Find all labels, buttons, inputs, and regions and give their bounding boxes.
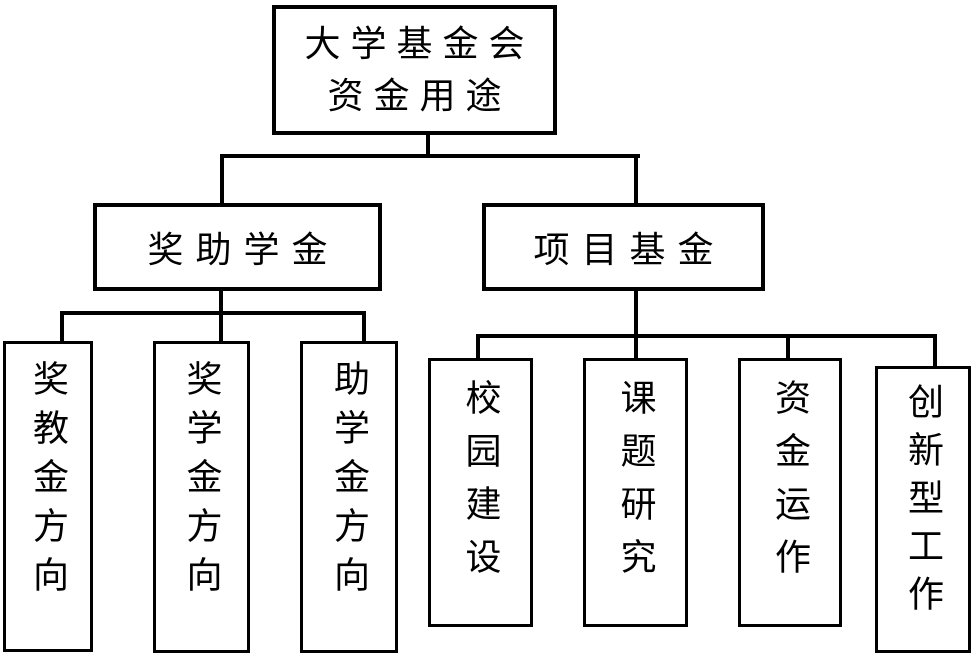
node-root-title-line1: 大学基金会 <box>304 24 535 64</box>
connector-project-funds-stem <box>634 289 638 360</box>
connector-drop-teaching-award <box>60 311 64 343</box>
connector-drop-fund-operation <box>786 334 790 360</box>
connector-drop-student-aid <box>362 311 366 343</box>
node-project-funds: 项目基金 <box>482 203 765 291</box>
leaf-fund-operation-label: 资金运作 <box>770 379 810 591</box>
leaf-student-aid-label: 助学金方向 <box>329 360 369 605</box>
leaf-fund-operation: 资金运作 <box>738 358 842 627</box>
leaf-innovative-work: 创新型工作 <box>875 366 971 653</box>
connector-drop-project-funds <box>634 154 638 205</box>
node-root: 大学基金会 资金用途 <box>272 5 557 135</box>
leaf-student-aid-direction: 助学金方向 <box>300 341 398 653</box>
connector-root-stem <box>426 133 430 158</box>
connector-drop-campus-construction <box>476 334 480 360</box>
leaf-teaching-award-direction: 奖教金方向 <box>3 341 93 652</box>
leaf-scholarship-direction: 奖学金方向 <box>153 341 250 653</box>
connector-right-hbar <box>476 334 937 338</box>
leaf-scholarship-label: 奖学金方向 <box>181 360 222 605</box>
leaf-innovative-work-label: 创新型工作 <box>903 383 943 623</box>
connector-drop-innovative-work <box>933 334 937 368</box>
leaf-campus-construction: 校园建设 <box>428 358 533 627</box>
connector-drop-scholarships <box>220 154 224 205</box>
node-scholarships: 奖助学金 <box>93 203 382 291</box>
connector-scholarships-stem <box>219 289 223 343</box>
node-root-title-line2: 资金用途 <box>327 76 512 116</box>
leaf-teaching-award-label: 奖教金方向 <box>28 360 68 605</box>
leaf-research-projects-label: 课题研究 <box>615 379 656 591</box>
leaf-campus-construction-label: 校园建设 <box>460 379 501 591</box>
connector-level1-hbar <box>220 154 640 158</box>
connector-left-hbar <box>60 311 366 315</box>
leaf-research-projects: 课题研究 <box>583 358 688 627</box>
